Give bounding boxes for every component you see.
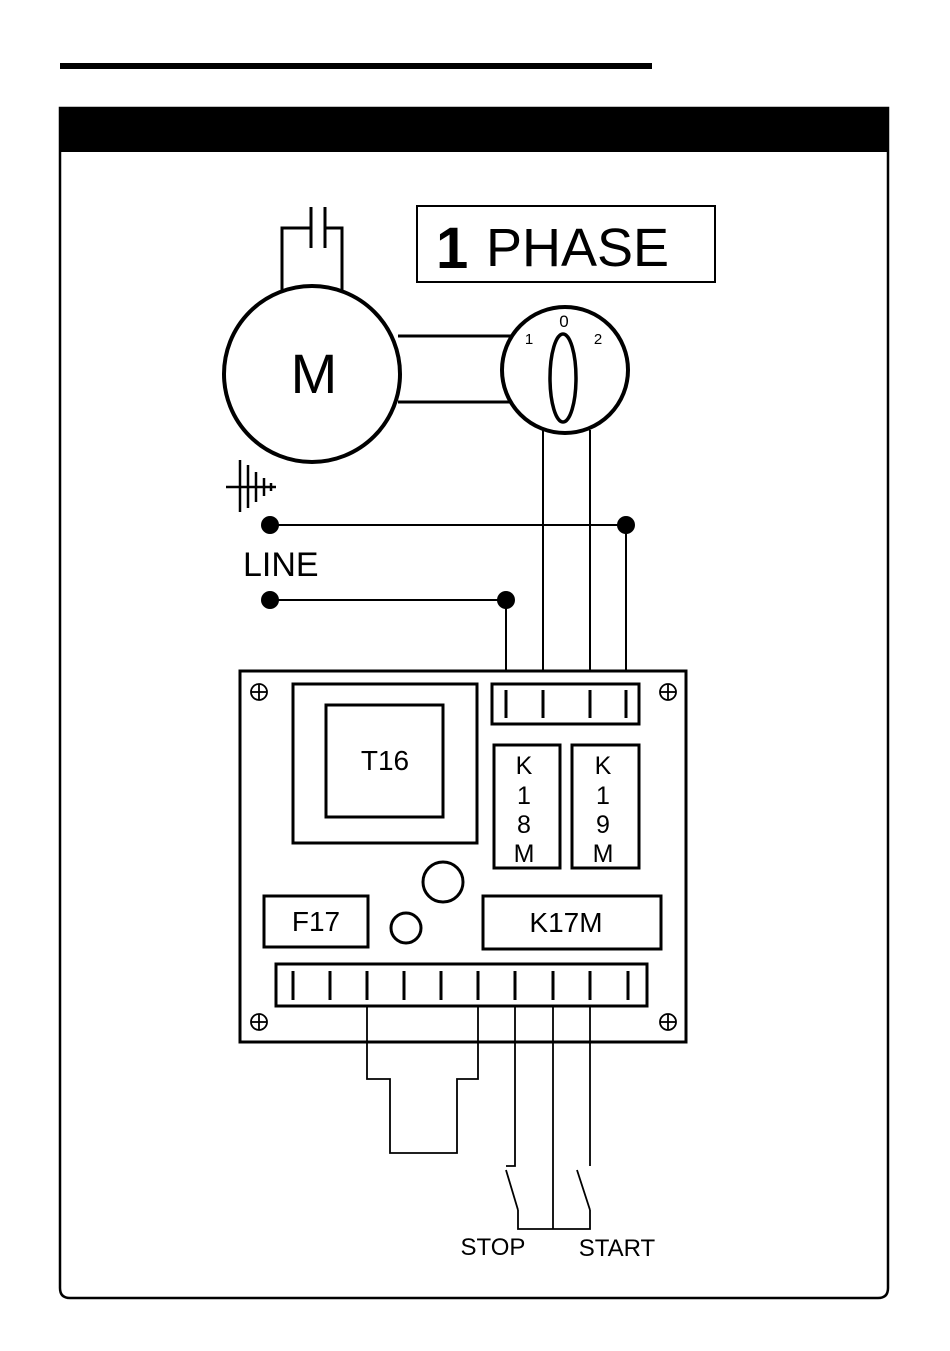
motor: M <box>224 286 400 462</box>
switch-pos-1: 1 <box>525 331 533 348</box>
phase-text: PHASE <box>486 218 669 278</box>
contactor-label: K17M <box>529 907 602 938</box>
junction-dot <box>261 516 279 534</box>
switch-pos-2: 2 <box>594 331 602 348</box>
capacitor-icon <box>282 207 342 292</box>
relay-k19m-char: 1 <box>596 782 610 810</box>
screw-icon <box>251 684 267 700</box>
start-button-label: START <box>579 1235 656 1262</box>
frame-header-bar <box>60 108 888 152</box>
motor-switch-link <box>398 336 514 402</box>
screw-icon <box>660 684 676 700</box>
switch-wires <box>543 430 590 690</box>
relay-k18m-char: K <box>516 752 533 780</box>
fuse-label: F17 <box>292 906 340 937</box>
header-rule <box>60 63 652 69</box>
junction-dot <box>497 591 515 609</box>
phase-number: 1 <box>436 216 468 281</box>
screw-icon <box>251 1014 267 1030</box>
control-board: T16 K 1 8 M K 1 9 M <box>240 671 686 1042</box>
rotary-switch: 0 1 2 <box>502 307 628 433</box>
relay-k19m-char: 9 <box>596 811 610 839</box>
earth-ground-icon <box>226 460 276 512</box>
line-wires <box>270 525 626 690</box>
junction-dot <box>617 516 635 534</box>
relay-k19m-char: K <box>595 752 612 780</box>
line-label: LINE <box>243 546 319 584</box>
relay-k18m-char: 8 <box>517 811 531 839</box>
screw-icon <box>660 1014 676 1030</box>
relay-k18m-char: 1 <box>517 782 531 810</box>
motor-label: M <box>291 342 338 405</box>
junction-dot <box>261 591 279 609</box>
transformer-label: T16 <box>361 745 409 776</box>
switch-pos-0: 0 <box>559 312 568 331</box>
relay-k18m-char: M <box>514 840 535 868</box>
phase-title-box: 1 PHASE <box>417 206 715 282</box>
relay-k19m-char: M <box>593 840 614 868</box>
stop-button-label: STOP <box>461 1234 526 1261</box>
